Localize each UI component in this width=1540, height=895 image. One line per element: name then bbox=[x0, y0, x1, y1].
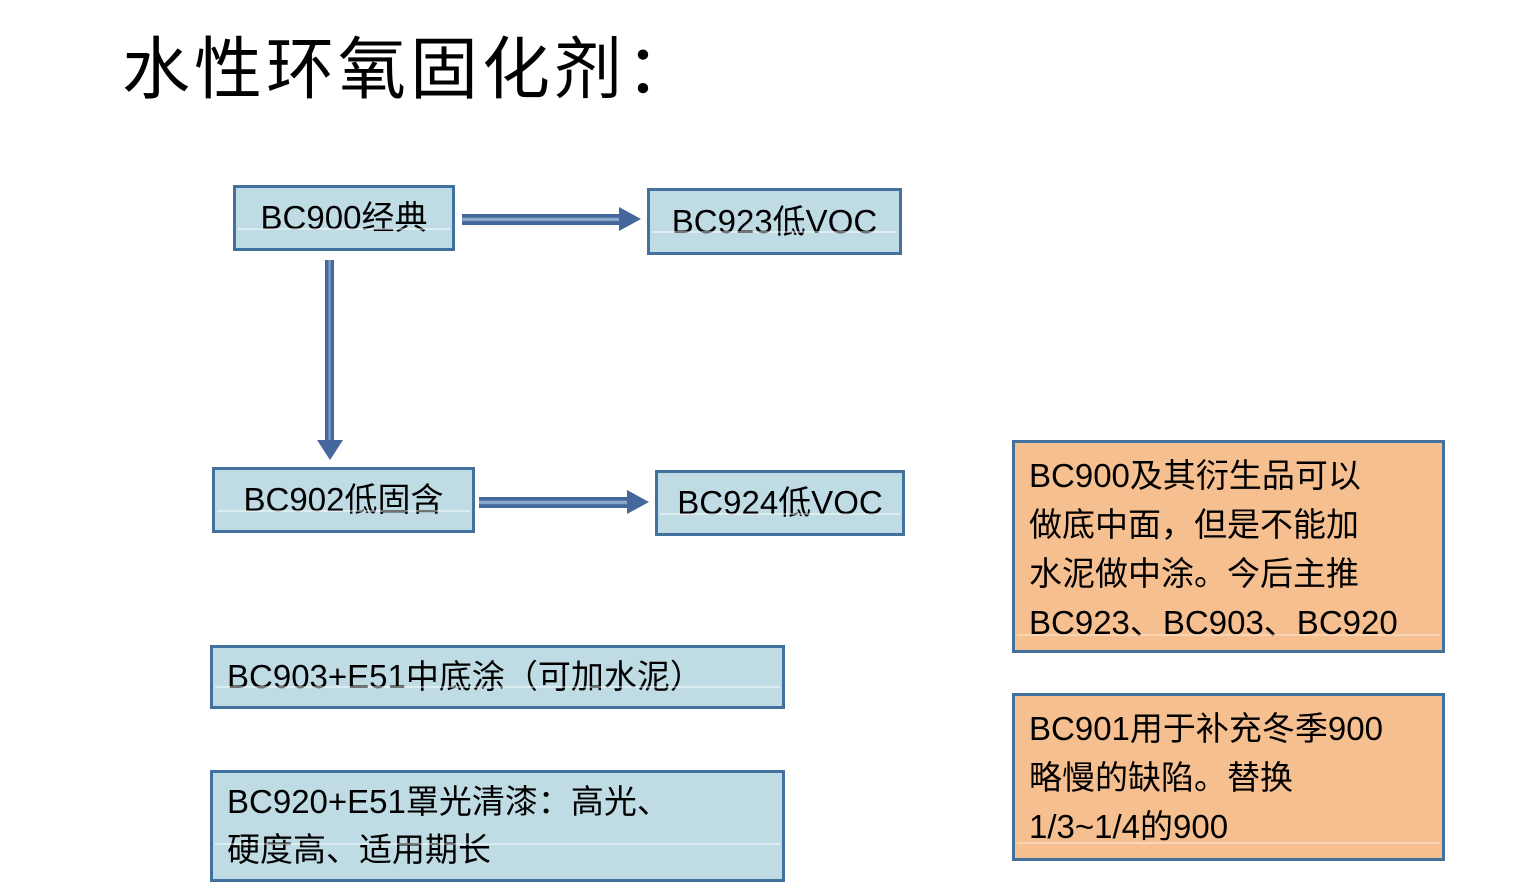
arrow-down-head-icon bbox=[317, 440, 343, 460]
flow-box-bc920-line2: 硬度高、适用期长 bbox=[227, 831, 491, 868]
note-bc901-line3: 1/3~1/4的900 bbox=[1029, 808, 1229, 845]
flow-box-bc900: BC900经典 bbox=[233, 185, 455, 251]
flow-box-bc920: BC920+E51罩光清漆：高光、 硬度高、适用期长 bbox=[210, 770, 785, 882]
flow-box-bc923: BC923低VOC bbox=[647, 188, 902, 255]
note-bc900-family: BC900及其衍生品可以 做底中面，但是不能加 水泥做中涂。今后主推 BC923… bbox=[1012, 440, 1445, 653]
flow-box-bc902: BC902低固含 bbox=[212, 467, 475, 533]
flow-box-bc900-label: BC900经典 bbox=[260, 199, 428, 237]
arrow-shaft bbox=[479, 497, 628, 508]
arrow-right-head-icon bbox=[627, 490, 649, 514]
flow-box-bc903-label: BC903+E51中底涂（可加水泥） bbox=[227, 658, 703, 696]
arrow-shaft bbox=[325, 260, 334, 440]
note-bc900-family-line2: 做底中面，但是不能加 bbox=[1029, 506, 1359, 543]
note-bc901: BC901用于补充冬季900 略慢的缺陷。替换 1/3~1/4的900 bbox=[1012, 693, 1445, 861]
flow-box-bc902-label: BC902低固含 bbox=[243, 481, 444, 519]
note-bc900-family-line1: BC900及其衍生品可以 bbox=[1029, 457, 1361, 494]
flow-box-bc924-label: BC924低VOC bbox=[677, 484, 883, 522]
flow-box-bc923-label: BC923低VOC bbox=[671, 202, 878, 240]
note-bc900-family-line4: BC923、BC903、BC920 bbox=[1029, 604, 1398, 641]
connector-bc900-to-bc923 bbox=[462, 207, 641, 231]
connector-bc902-to-bc924 bbox=[479, 490, 649, 514]
note-bc900-family-line3: 水泥做中涂。今后主推 bbox=[1029, 555, 1359, 592]
connector-bc900-to-bc902 bbox=[317, 260, 343, 460]
arrow-right-head-icon bbox=[619, 207, 641, 231]
flow-box-bc903: BC903+E51中底涂（可加水泥） bbox=[210, 645, 785, 709]
note-bc901-line2: 略慢的缺陷。替换 bbox=[1029, 759, 1293, 796]
flow-box-bc924: BC924低VOC bbox=[655, 470, 905, 536]
arrow-shaft bbox=[462, 214, 620, 225]
note-bc901-line1: BC901用于补充冬季900 bbox=[1029, 710, 1383, 747]
flow-box-bc920-line1: BC920+E51罩光清漆：高光、 bbox=[227, 783, 670, 820]
page-title: 水性环氧固化剂： bbox=[122, 32, 699, 108]
